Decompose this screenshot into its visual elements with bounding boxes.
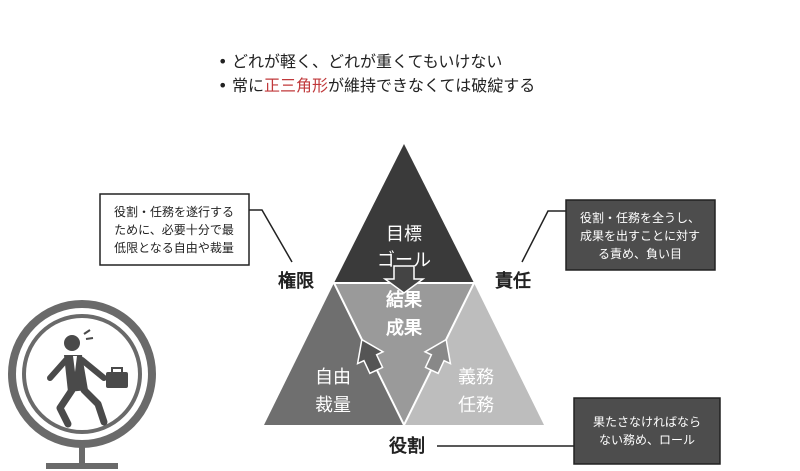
bullet-text-2-post: が維持できなくては破綻する bbox=[328, 76, 536, 95]
callout-role-line-2: ない務め、ロール bbox=[599, 433, 695, 447]
callout-responsibility bbox=[565, 199, 716, 271]
side-label-role: 役割 bbox=[389, 435, 425, 457]
callout-responsibility-line-2: 成果を出すことに対す bbox=[580, 229, 700, 243]
connector-line bbox=[249, 209, 293, 263]
side-label-responsibility: 責任 bbox=[495, 270, 531, 292]
up-arrow-icon bbox=[356, 338, 385, 375]
bullet-text-2-pre: 常に bbox=[232, 76, 265, 95]
bullet-item-1: •どれが軽く、どれが重くてもいけない bbox=[218, 50, 535, 74]
callout-authority-line-1: 役割・任務を遂行する bbox=[114, 204, 234, 219]
side-label-authority: 権限 bbox=[278, 270, 315, 292]
callout-authority bbox=[99, 193, 250, 266]
connector-line bbox=[521, 210, 566, 263]
callout-authority-line-2: ために、必要十分で最 bbox=[114, 223, 234, 237]
top-label-1: 目標 bbox=[386, 224, 422, 245]
callout-responsibility-line-1: 役割・任務を全うし、 bbox=[580, 210, 700, 225]
bullet-emphasis: 正三角形 bbox=[264, 76, 329, 95]
bullet-dot: • bbox=[218, 52, 228, 71]
right-triangle bbox=[404, 283, 544, 425]
businessman-running-in-hamster-wheel-icon bbox=[8, 300, 156, 469]
callout-role-line-1: 果たさなければなら bbox=[593, 415, 701, 429]
left-triangle bbox=[264, 283, 404, 425]
down-arrow-icon bbox=[382, 265, 426, 294]
right-label-2: 任務 bbox=[458, 395, 494, 416]
bullet-item-2: •常に正三角形が維持できなくては破綻する bbox=[218, 74, 535, 98]
center-label-1: 結果 bbox=[386, 289, 423, 311]
callout-responsibility-line-3: る責め、負い目 bbox=[598, 247, 682, 261]
bullet-list: •どれが軽く、どれが重くてもいけない •常に正三角形が維持できなくては破綻する bbox=[218, 50, 535, 98]
center-label-2: 成果 bbox=[386, 317, 423, 339]
top-triangle bbox=[334, 144, 474, 283]
top-label-2: ゴール bbox=[377, 250, 431, 271]
bullet-text-1: どれが軽く、どれが重くてもいけない bbox=[232, 52, 503, 71]
up-arrow-icon bbox=[423, 338, 452, 375]
left-label-2: 裁量 bbox=[315, 395, 351, 416]
callout-role bbox=[573, 397, 721, 465]
right-label-1: 義務 bbox=[458, 367, 494, 388]
left-label-1: 自由 bbox=[315, 367, 351, 388]
bullet-dot: • bbox=[218, 76, 228, 95]
callout-authority-line-3: 低限となる自由や裁量 bbox=[114, 241, 234, 255]
